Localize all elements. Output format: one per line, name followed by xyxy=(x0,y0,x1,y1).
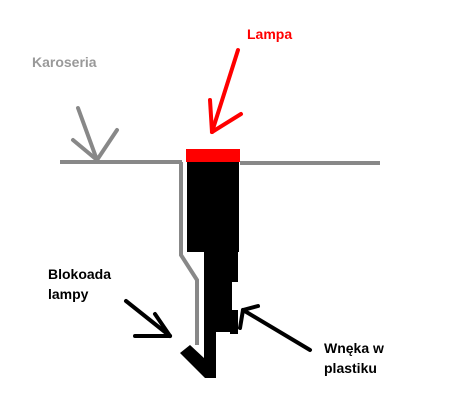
wneka-arrow-icon xyxy=(238,304,312,352)
wneka-label: Wnęka w plastiku xyxy=(324,338,384,378)
blokada-label-line2: lampy xyxy=(48,286,89,302)
wneka-label-line2: plastiku xyxy=(324,360,377,376)
wneka-label-line1: Wnęka w xyxy=(324,340,384,356)
blokada-label: Blokoada lampy xyxy=(48,264,111,304)
lamp-housing xyxy=(180,162,239,378)
body-panel-bracket xyxy=(179,162,199,345)
karoseria-label: Karoseria xyxy=(32,54,97,70)
blokada-label-line1: Blokoada xyxy=(48,266,112,282)
karoseria-arrow-icon xyxy=(71,106,119,162)
lamp-lens xyxy=(186,149,240,162)
lampa-label: Lampa xyxy=(247,26,293,42)
blokada-arrow-icon xyxy=(124,299,172,338)
lampa-arrow-icon xyxy=(208,48,243,134)
body-panel xyxy=(60,160,380,345)
